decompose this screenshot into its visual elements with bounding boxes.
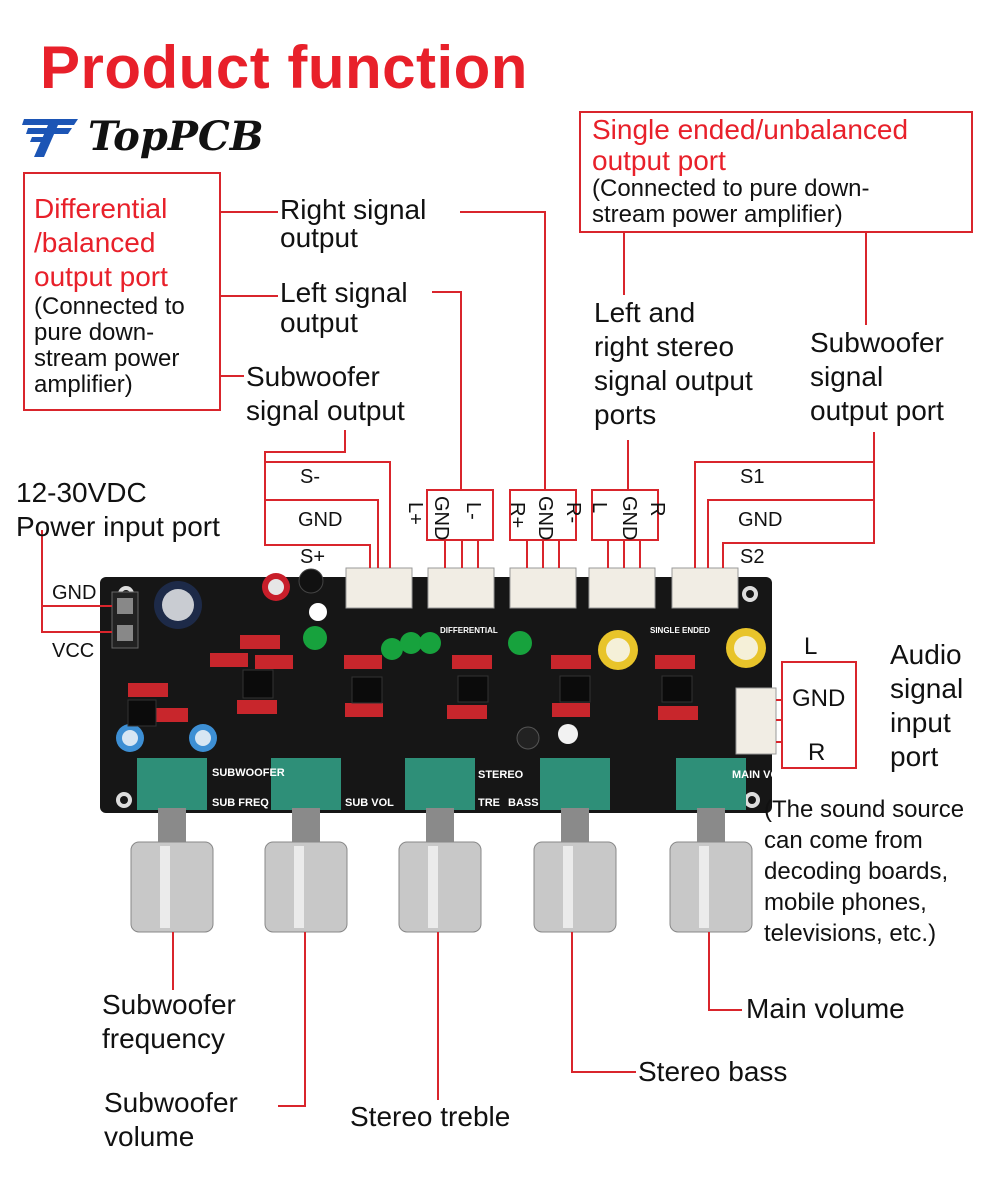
pin-l-gnd: GND	[430, 496, 452, 541]
sub-freq-line1: Subwoofer	[102, 989, 236, 1020]
silk-bass: BASS	[508, 797, 539, 809]
sub-port-line3: output port	[810, 395, 944, 426]
left-signal-label: Left signal output	[280, 278, 408, 338]
audio-input-label: Audio signal input port	[890, 638, 963, 774]
main-vol-label: Main volume	[746, 993, 905, 1024]
pin-stereo-r: R	[646, 502, 668, 517]
pin-gnd-sub: GND	[298, 509, 343, 531]
pin-r-minus: R-	[562, 502, 584, 524]
pin-in-l: L	[804, 633, 818, 660]
pin-s-plus: S+	[300, 546, 326, 568]
right-signal-label: Right signal output	[280, 196, 426, 252]
sub-signal-label: Subwoofer signal output	[246, 360, 405, 428]
output-connectors	[345, 567, 777, 755]
sub-port-line1: Subwoofer	[810, 327, 944, 358]
stereo-ports-line1: Left and	[594, 297, 696, 328]
sub-signal-line1: Subwoofer	[246, 361, 380, 392]
audio-note-line1: (The sound source	[764, 796, 965, 823]
power-line1: 12-30VDC	[16, 477, 147, 508]
audio-input-line3: input	[890, 707, 951, 738]
sub-vol-line2: volume	[104, 1121, 195, 1152]
brand-logo: TopPCB	[22, 112, 264, 160]
silk-tre: TRE	[478, 797, 500, 809]
sub-port-label: Subwoofer signal output port	[810, 326, 944, 428]
single-title-1: Single ended/unbalanced	[592, 114, 909, 145]
potentiometers	[137, 758, 746, 810]
right-signal-line1: Right signal	[280, 194, 427, 225]
diff-note-1: (Connected to	[34, 293, 185, 320]
audio-input-line4: port	[890, 741, 939, 772]
audio-input-line1: Audio	[890, 639, 962, 670]
pin-s2: S2	[740, 546, 765, 568]
silk-subwoofer: SUBWOOFER	[212, 767, 285, 779]
sub-vol-label: Subwoofer volume	[104, 1086, 238, 1154]
stereo-ports-line3: signal output	[594, 365, 753, 396]
pcb-board: SUBWOOFER SUB FREQ SUB VOL STEREO TRE BA…	[100, 567, 786, 933]
single-output-box	[579, 111, 973, 233]
audio-note-line2: can come from	[764, 827, 923, 854]
power-line2: Power input port	[16, 511, 220, 542]
diff-note-2: pure down-	[34, 319, 155, 346]
pin-l-plus: L+	[404, 502, 426, 525]
single-note-2: stream power amplifier)	[592, 201, 843, 228]
page-title: Product function	[40, 34, 528, 101]
pin-in-r: R	[808, 739, 826, 766]
audio-note: (The sound source can come from decoding…	[764, 794, 964, 949]
power-label: 12-30VDC Power input port	[16, 476, 220, 544]
diff-title-2: /balanced	[34, 227, 156, 258]
sub-freq-line2: frequency	[102, 1023, 225, 1054]
single-note-1: (Connected to pure down-	[592, 175, 870, 202]
audio-input-line2: signal	[890, 673, 964, 704]
bass-label: Stereo bass	[638, 1056, 788, 1087]
audio-note-line4: mobile phones,	[764, 889, 927, 916]
left-signal-line1: Left signal	[280, 277, 408, 308]
pin-gnd-s: GND	[738, 509, 783, 531]
pin-r-plus: R+	[506, 502, 528, 529]
sub-port-line2: signal	[810, 361, 884, 392]
knobs	[130, 808, 753, 933]
audio-note-line3: decoding boards,	[764, 858, 949, 885]
pin-stereo-l: L	[588, 502, 610, 514]
silk-sub-freq: SUB FREQ	[212, 797, 269, 809]
brand-name: TopPCB	[88, 112, 264, 160]
sub-freq-label: Subwoofer frequency	[102, 988, 236, 1056]
pin-r-gnd: GND	[534, 496, 556, 541]
diff-output-box-text: Differential /balanced output port (Conn…	[34, 192, 185, 398]
diff-note-3: stream power	[34, 345, 180, 372]
silk-differential: DIFFERENTIAL	[440, 626, 498, 635]
sub-signal-line2: signal output	[246, 395, 405, 426]
stereo-ports-label: Left and right stereo signal output port…	[594, 296, 753, 432]
silk-single-ended: SINGLE ENDED	[650, 626, 710, 635]
pin-stereo-gnd: GND	[618, 496, 640, 541]
sub-vol-line1: Subwoofer	[104, 1087, 238, 1118]
pin-power-gnd: GND	[52, 582, 97, 604]
single-output-box-text: Single ended/unbalanced output port (Con…	[592, 114, 908, 228]
pin-in-gnd: GND	[792, 685, 846, 712]
diff-title-3: output port	[34, 261, 168, 292]
treble-label: Stereo treble	[350, 1101, 511, 1132]
toppcb-logo-icon	[22, 119, 78, 157]
stereo-ports-line2: right stereo	[594, 331, 735, 362]
diff-note-4: amplifier)	[34, 371, 133, 398]
single-title-2: output port	[592, 145, 726, 176]
diff-title-1: Differential	[34, 193, 168, 224]
diff-output-box	[23, 172, 221, 411]
stereo-ports-line4: ports	[594, 399, 657, 430]
pin-power-vcc: VCC	[52, 640, 95, 662]
left-signal-line2: output	[280, 307, 358, 338]
pin-s-minus: S-	[300, 466, 320, 488]
silk-stereo: STEREO	[478, 769, 524, 781]
silk-sub-vol: SUB VOL	[345, 797, 394, 809]
pin-l-minus: L-	[462, 502, 484, 520]
pin-s1: S1	[740, 466, 765, 488]
audio-note-line5: televisions, etc.)	[764, 920, 937, 947]
right-signal-line2: output	[280, 222, 358, 253]
silk-main-vol: MAIN VOL	[732, 769, 786, 781]
